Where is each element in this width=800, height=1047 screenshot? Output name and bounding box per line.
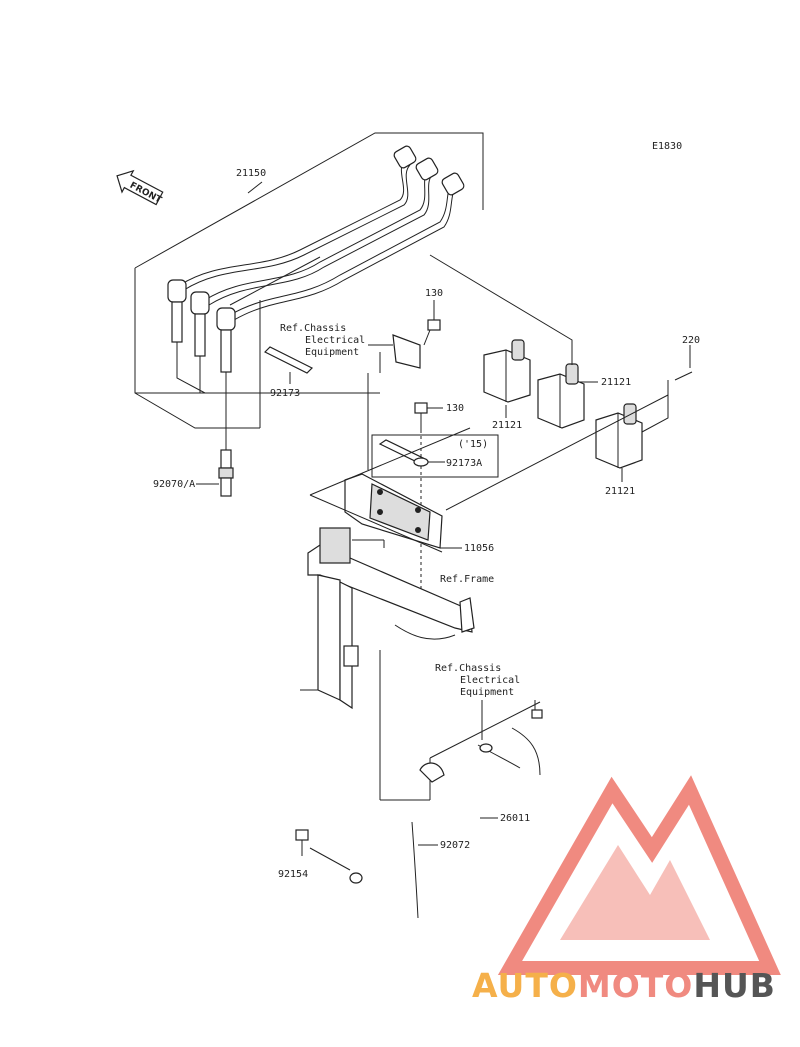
callout-21121-b: 21121 xyxy=(601,377,631,388)
tie-band-92072 xyxy=(411,821,438,919)
callout-92154: 92154 xyxy=(278,869,308,880)
ground-cable-26011 xyxy=(349,758,498,884)
bracket-11056 xyxy=(309,373,471,553)
callout-21121-c: 21121 xyxy=(605,486,635,497)
callout-92070A: 92070/A xyxy=(153,479,195,490)
clamp-92173 xyxy=(263,346,314,384)
box-92173A xyxy=(371,434,499,478)
bolt-130-top xyxy=(423,300,441,346)
coil-21121-left xyxy=(483,339,531,418)
ref1-line1: Ref.Chassis xyxy=(280,323,346,334)
harness-outline xyxy=(134,132,484,429)
callout-26011: 26011 xyxy=(500,813,530,824)
diagram-code: E1830 xyxy=(652,141,682,152)
callout-92072: 92072 xyxy=(440,840,470,851)
watermark-text: AUTOMOTOHUB xyxy=(472,966,776,1005)
ref1-line2: Electrical xyxy=(305,335,365,346)
ref-frame: Ref.Frame xyxy=(440,574,494,585)
callout-21121-a: 21121 xyxy=(492,420,522,431)
callout-15: ('15) xyxy=(458,439,488,450)
coil-21121-mid xyxy=(429,254,598,429)
callout-130-mid: 130 xyxy=(446,403,464,414)
bolt-92154 xyxy=(295,829,351,871)
callout-220: 220 xyxy=(682,335,700,346)
callout-92173: 92173 xyxy=(270,388,300,399)
callout-92173A: 92173A xyxy=(446,458,482,469)
callout-11056: 11056 xyxy=(464,543,494,554)
ref-chassis-2: Ref.Chassis Electrical Equipment xyxy=(419,663,543,800)
spark-plug-92070A xyxy=(196,428,234,497)
callout-21150: 21150 xyxy=(236,168,266,179)
ref2-line3: Equipment xyxy=(460,687,514,698)
bolt-220 xyxy=(641,345,693,433)
ref2-line2: Electrical xyxy=(460,675,520,686)
callout-130-top: 130 xyxy=(425,288,443,299)
front-arrow-icon: FRONT xyxy=(116,169,164,206)
ignition-wire-harness xyxy=(167,145,465,428)
ref1-line3: Equipment xyxy=(305,347,359,358)
ref2-line1: Ref.Chassis xyxy=(435,663,501,674)
frame xyxy=(300,527,475,801)
ref-chassis-1: Ref.Chassis Electrical Equipment xyxy=(280,323,421,373)
watermark-logo: AUTOMOTOHUB xyxy=(472,775,781,1005)
